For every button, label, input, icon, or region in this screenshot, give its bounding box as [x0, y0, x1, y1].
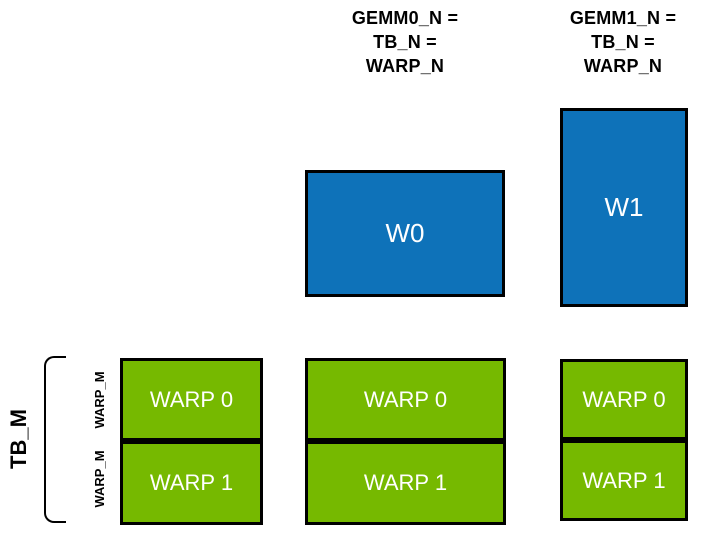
- warp-cell-label: WARP 1: [582, 467, 666, 493]
- warp-cell: WARP 1: [305, 441, 506, 525]
- warp-column-3: WARP 0 WARP 1: [560, 359, 688, 521]
- gemm1-n-header: GEMM1_N = TB_N = WARP_N: [569, 8, 677, 76]
- tb-m-label: TB_M: [6, 409, 31, 469]
- accumulator-tile-w1-label: W1: [604, 192, 644, 222]
- warp-cell-label: WARP 1: [363, 470, 448, 495]
- accumulator-tile-w0-label: W0: [385, 218, 425, 248]
- warp-cell-label: WARP 0: [363, 386, 448, 412]
- warp-cell: WARP 0: [305, 358, 506, 441]
- warp-cell: WARP 0: [120, 358, 263, 441]
- warp-cell: WARP 0: [560, 359, 688, 440]
- warp-m-label-bottom: WARP_M: [91, 450, 107, 508]
- warp-m-label-top: WARP_M: [91, 371, 107, 429]
- warp-cell: WARP 1: [560, 440, 688, 521]
- warp-column-1: WARP 0 WARP 1: [120, 358, 263, 525]
- warp-cell-label: WARP 0: [149, 386, 234, 412]
- warp-cell: WARP 1: [120, 441, 263, 525]
- warp-cell-label: WARP 1: [149, 470, 234, 495]
- warp-cell-label: WARP 0: [582, 386, 666, 412]
- gemm0-n-header: GEMM0_N = TB_N = WARP_N: [351, 8, 459, 76]
- warp-column-2: WARP 0 WARP 1: [305, 358, 506, 525]
- accumulator-tile-w1: W1: [560, 108, 688, 307]
- tb-m-bracket: [44, 356, 66, 523]
- accumulator-tile-w0: W0: [305, 170, 505, 297]
